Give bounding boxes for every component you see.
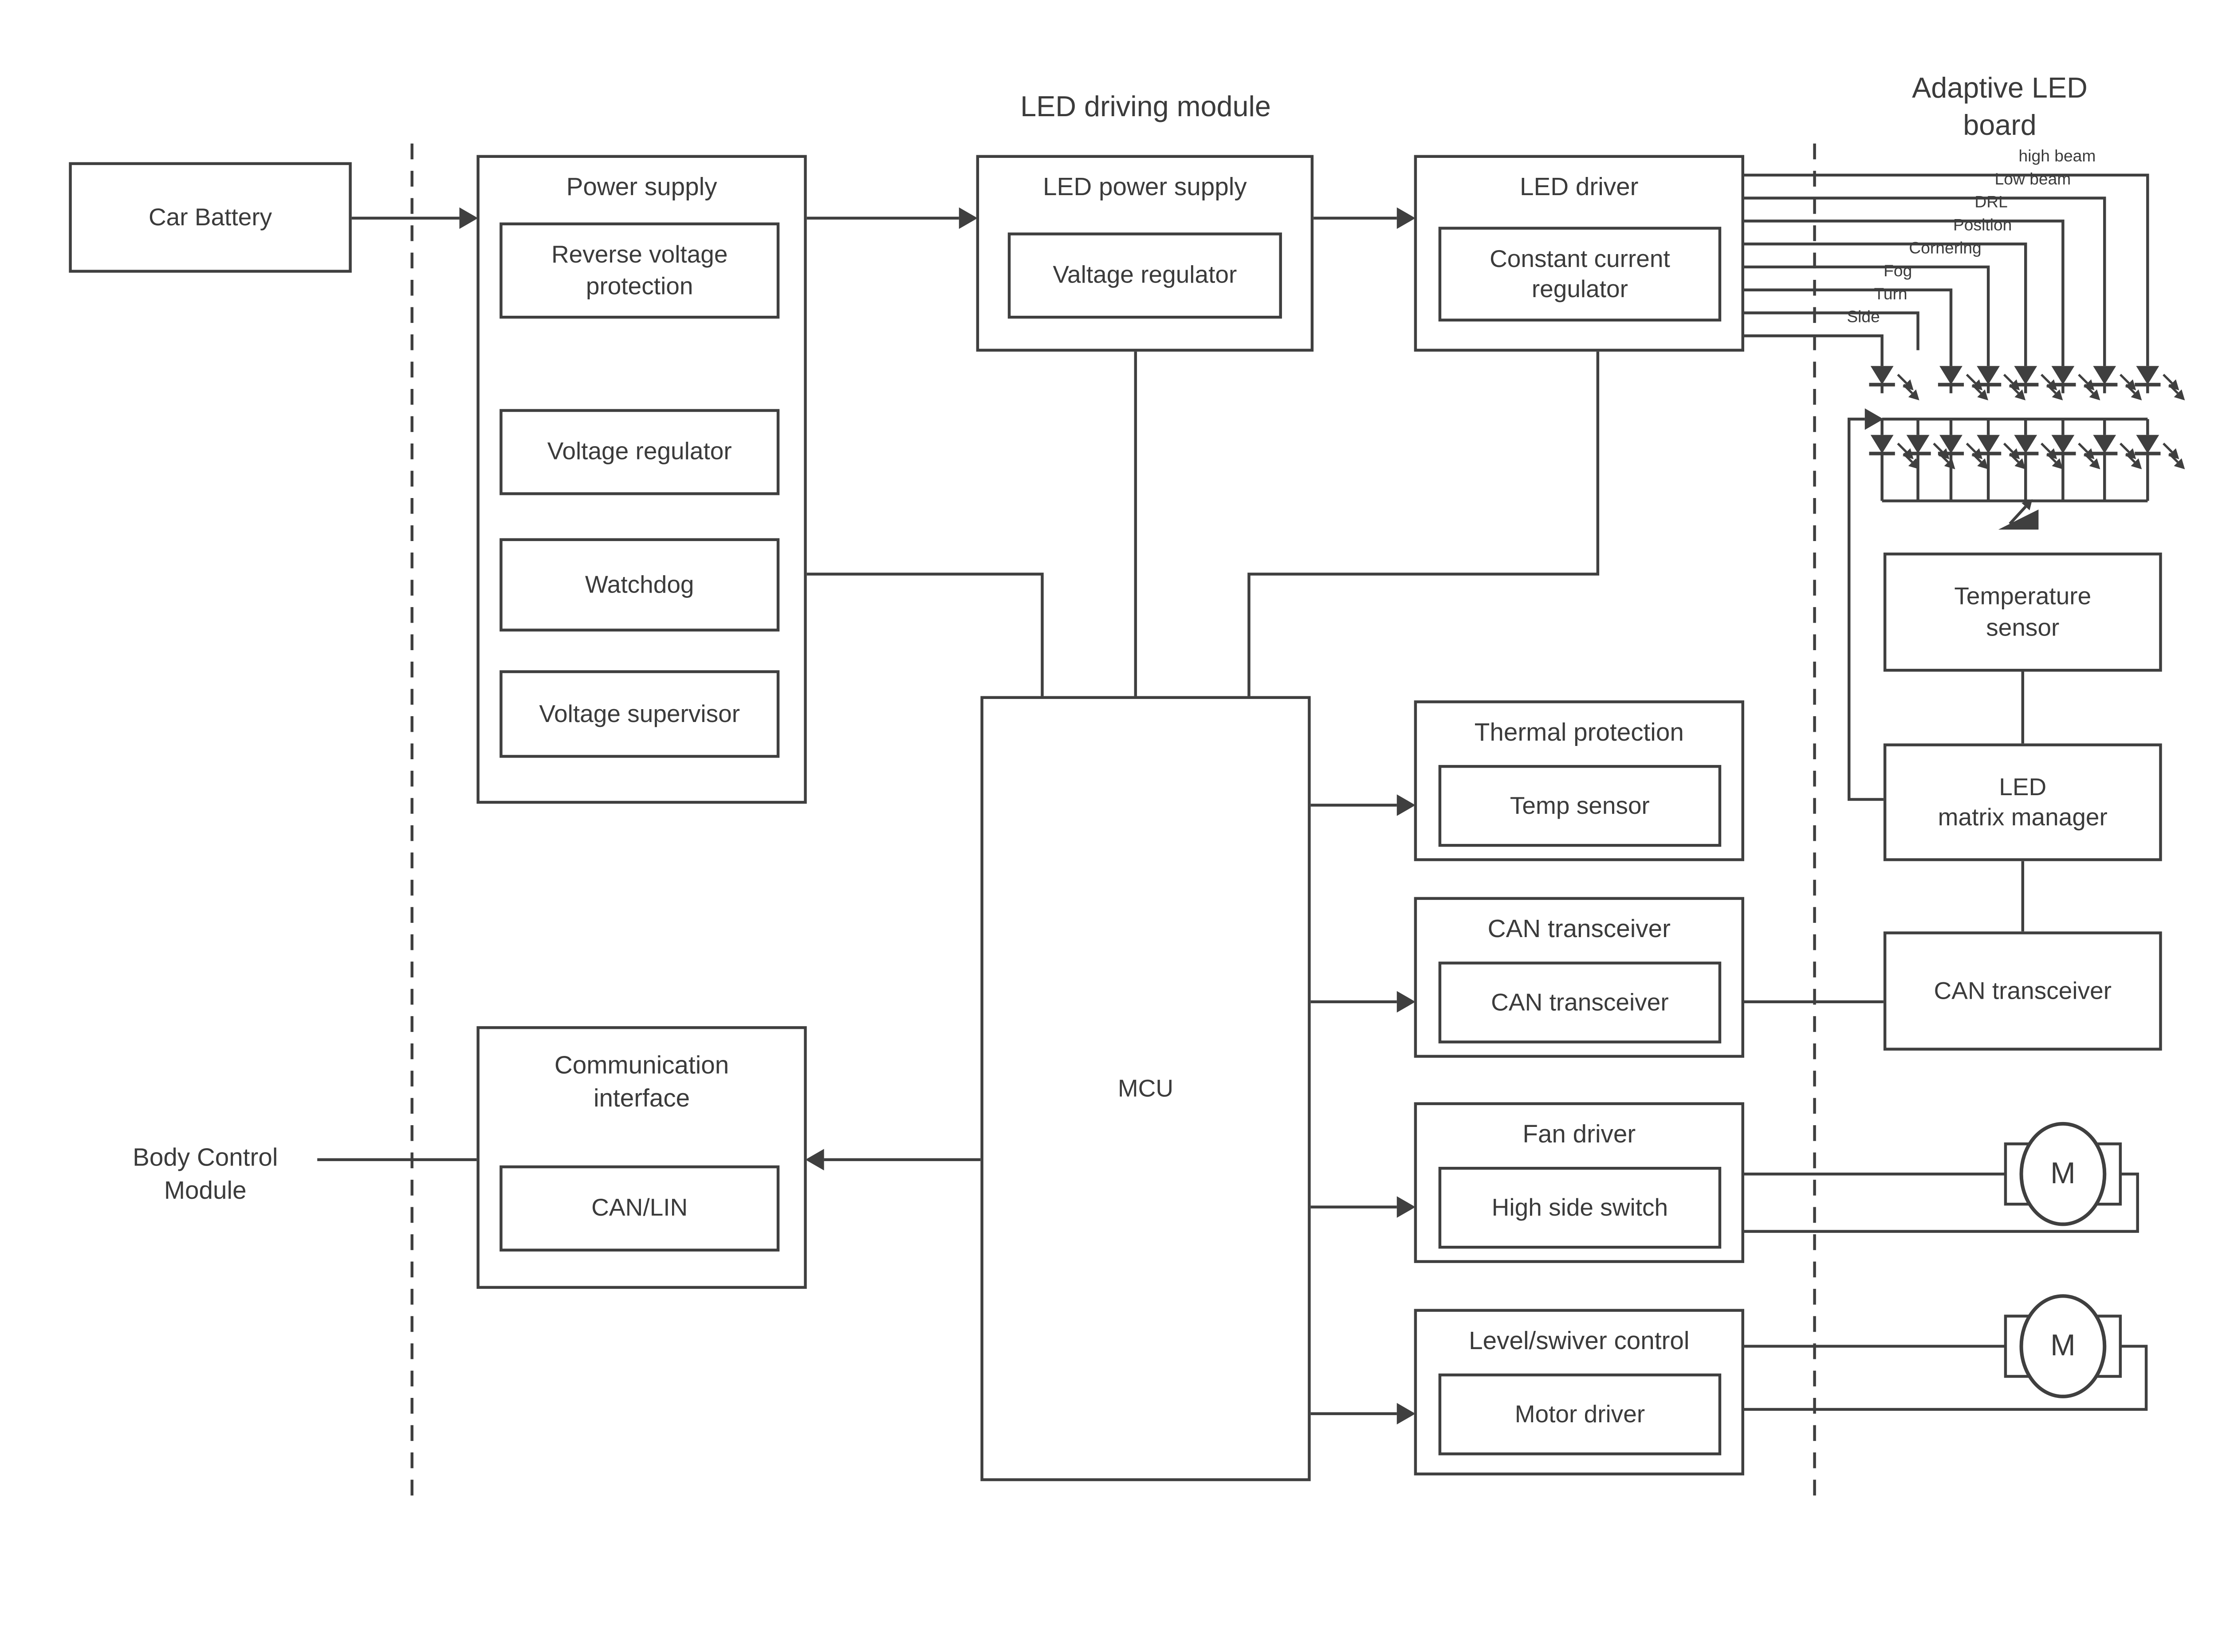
channel-label-turn: Turn [1874,286,1907,304]
can-transceiver-center-label: CAN transceiver [1487,914,1671,943]
led-icon [1905,435,1955,501]
valtage-regulator-box: Valtage regulator [1007,232,1282,319]
channel-label-position: Position [1953,217,2012,235]
led-icon [1975,435,2026,501]
level-swiver-control-label: Level/swiver control [1469,1326,1690,1355]
led-channel-line [1744,288,1953,366]
channel-label-cornering: Cornering [1909,240,1982,258]
line-fan-motor-return [1721,1172,2139,1233]
car-battery-box: Car Battery [69,162,352,273]
led-icon [1869,435,1919,501]
led-channel-line [1744,334,1884,366]
led-channel-line [1744,265,1990,366]
led-channel-line [1744,311,1919,350]
led-channel-line [1744,242,2027,366]
led-icon [1869,366,1919,400]
line-led-driver-to-mcu [1247,351,1600,696]
high-side-switch-box: High side switch [1438,1167,1722,1249]
line-power-supply-to-mcu [806,573,1044,696]
channel-label-high-beam: high beam [2018,149,2096,166]
level-motor-label: M [2050,1329,2076,1363]
temperature-sensor-box: Temperature sensor [1883,552,2162,672]
arrow-matrix-manager-to-led-row [1847,408,1884,801]
led-icon [2135,366,2185,400]
temp-sensor-box: Temp sensor [1438,765,1722,847]
body-control-module-label: Body Control Module [133,1142,278,1205]
temp-sensor-label: Temp sensor [1510,792,1650,820]
motor-driver-box: Motor driver [1438,1373,1722,1456]
can-transceiver-right-label: CAN transceiver [1934,977,2112,1005]
valtage-regulator-label: Valtage regulator [1053,262,1237,289]
led-channel-line [1744,220,2065,366]
channel-label-side: Side [1847,309,1880,327]
watchdog-label: Watchdog [585,571,694,599]
channel-label-low-beam: Low beam [1994,171,2071,189]
line-level-motor-return [1721,1345,2148,1411]
fan-driver-label: Fan driver [1522,1119,1636,1148]
power-supply-label: Power supply [566,172,717,201]
led-icon [2092,435,2142,501]
adjust-wedge-icon [1998,499,2039,530]
led-icon [2092,366,2142,400]
reverse-voltage-protection-label: Reverse voltage protection [551,241,728,299]
led-icon [2050,435,2100,501]
can-lin-box: CAN/LIN [499,1165,780,1252]
voltage-supervisor-box: Voltage supervisor [499,670,780,758]
led-icon [1938,366,1988,400]
channel-label-drl: DRL [1974,194,2008,212]
led-channel-line [1744,173,2149,366]
fan-motor-label: M [2050,1157,2076,1190]
led-power-supply-label: LED power supply [1043,172,1247,201]
communication-interface-label: Communication interface [554,1050,729,1112]
led-icon [1975,366,2026,400]
channel-label-fog: Fog [1884,263,1912,281]
watchdog-box: Watchdog [499,538,780,632]
temperature-sensor-label: Temperature sensor [1954,583,2092,641]
reverse-voltage-protection-box: Reverse voltage protection [499,222,780,319]
voltage-supervisor-label: Voltage supervisor [539,700,740,728]
can-lin-label: CAN/LIN [591,1194,688,1222]
adaptive-led-board-title: Adaptive LED board [1912,73,2088,142]
led-icon [2135,435,2185,501]
car-battery-label: Car Battery [148,204,272,231]
thermal-protection-label: Thermal protection [1474,718,1684,746]
can-transceiver-right-box: CAN transceiver [1883,931,2162,1051]
led-icon [1938,435,1988,501]
high-side-switch-label: High side switch [1491,1194,1668,1221]
mcu-box: MCU [980,696,1311,1481]
can-transceiver-center-inner-label: CAN transceiver [1491,989,1669,1016]
voltage-regulator-label: Voltage regulator [547,438,732,466]
led-matrix-manager-label: LED matrix manager [1938,773,2108,831]
led-channel-line [1744,196,2106,366]
led-driver-label: LED driver [1520,172,1639,201]
led-matrix-manager-box: LED matrix manager [1883,743,2162,861]
led-icon [2050,366,2100,400]
motor-driver-label: Motor driver [1514,1401,1645,1428]
led-icon [2013,366,2063,400]
can-transceiver-center-inner-box: CAN transceiver [1438,961,1722,1044]
led-icon [2013,435,2063,501]
voltage-regulator-box: Voltage regulator [499,409,780,495]
mcu-label: MCU [1117,1075,1174,1102]
constant-current-regulator-box: Constant current regulator [1438,227,1722,322]
level-motor-icon [2004,1294,2122,1398]
led-channels-and-leds [1744,173,2185,501]
led-driving-module-title: LED driving module [1020,92,1271,124]
fan-motor-icon [2004,1122,2122,1226]
constant-current-regulator-label: Constant current regulator [1490,245,1670,303]
